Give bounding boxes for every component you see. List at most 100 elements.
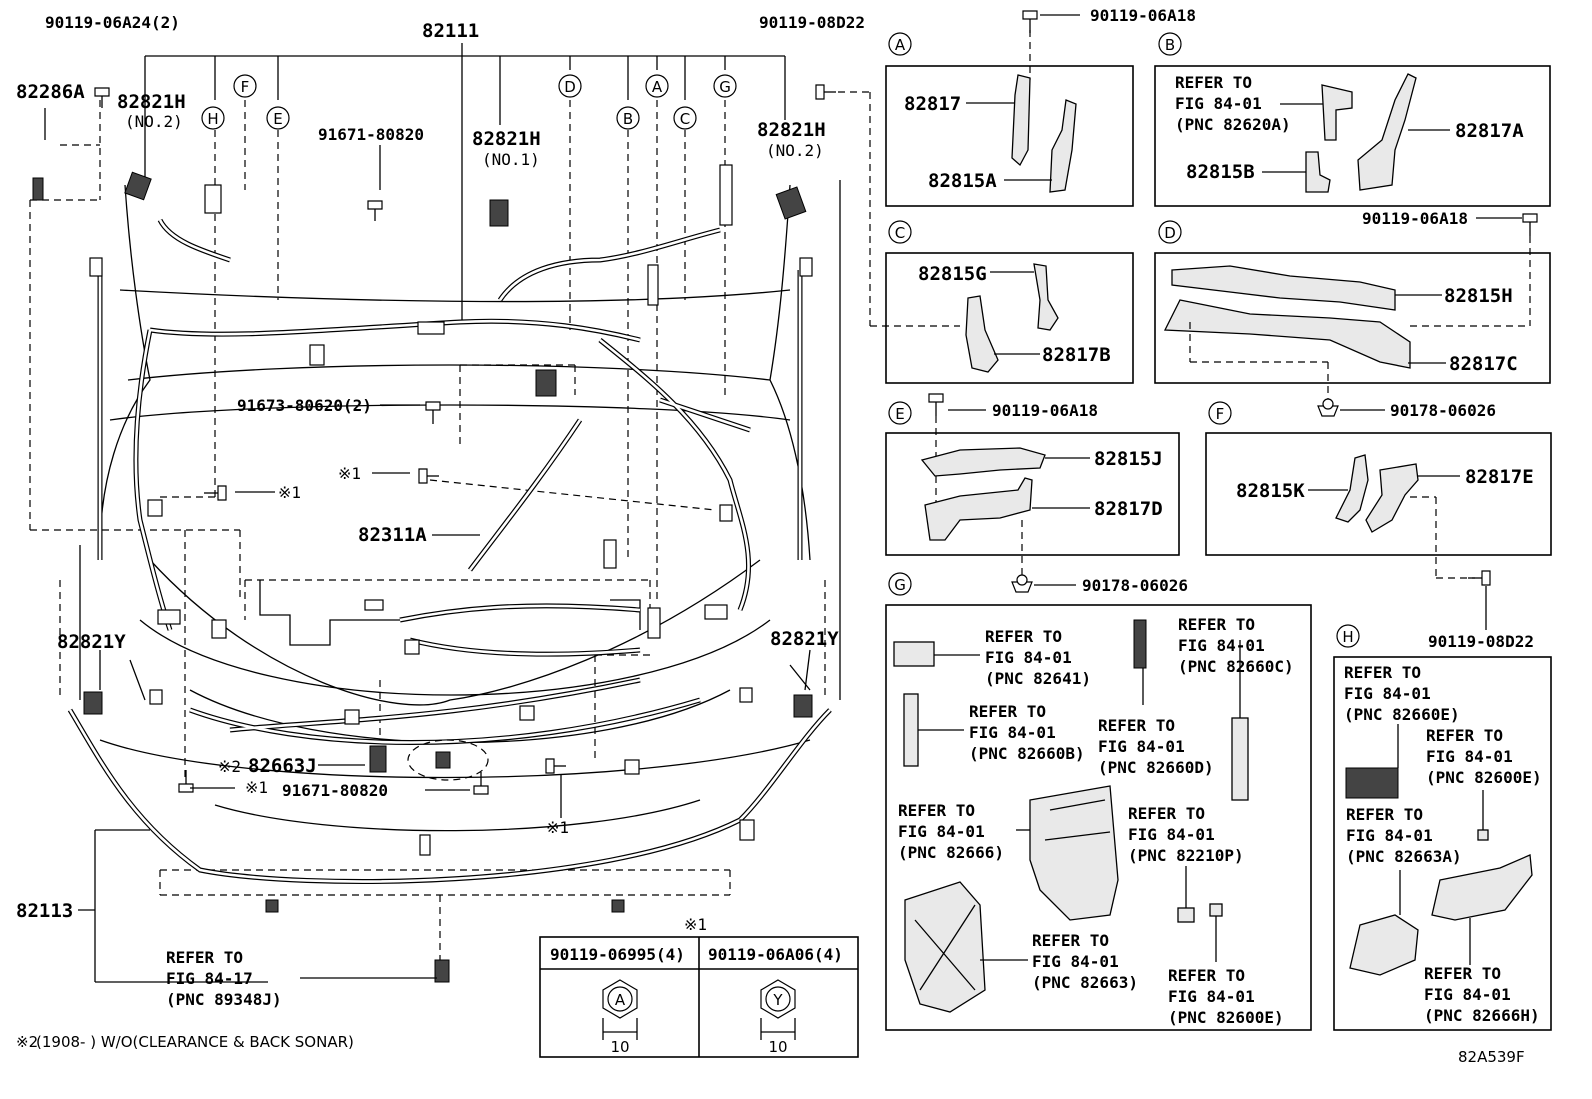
svg-text:(PNC 82210P): (PNC 82210P) — [1128, 846, 1244, 865]
svg-text:D: D — [1164, 224, 1176, 242]
panel-e: E 90119-06A18 82815J 82817D 90178-06026 — [885, 393, 1188, 595]
svg-text:FIG 84-01: FIG 84-01 — [1128, 825, 1215, 844]
svg-text:REFER TO: REFER TO — [1175, 73, 1252, 92]
svg-text:Y: Y — [772, 991, 783, 1009]
label-91673: 91673-80620(2) — [237, 396, 372, 415]
svg-text:REFER TO: REFER TO — [985, 627, 1062, 646]
svg-text:82817E: 82817E — [1465, 466, 1534, 488]
footnote-text: (1908- ) W/O(CLEARANCE & BACK SONAR) — [36, 1033, 354, 1051]
label-no2-left: (NO.2) — [125, 112, 183, 131]
label-82821y-right: 82821Y — [770, 628, 839, 650]
svg-text:(PNC 82600E): (PNC 82600E) — [1168, 1008, 1284, 1027]
label-82663j: 82663J — [248, 755, 317, 777]
svg-text:82817: 82817 — [904, 93, 961, 115]
label-90119-08d22-top: 90119-08D22 — [759, 13, 865, 32]
panel-h: H REFER TO FIG 84-01 (PNC 82660E) REFER … — [1333, 624, 1552, 1031]
svg-text:82815H: 82815H — [1444, 285, 1513, 307]
callout-e: E — [266, 106, 290, 130]
svg-text:FIG 84-01: FIG 84-01 — [1032, 952, 1119, 971]
svg-text:10: 10 — [610, 1038, 629, 1056]
refer-main-line1: REFER TO — [166, 948, 243, 967]
panel-g: G REFER TO FIG 84-01 (PNC 82641) REFER T… — [885, 572, 1312, 1031]
svg-text:(PNC 82660C): (PNC 82660C) — [1178, 657, 1294, 676]
label-82286a: 82286A — [16, 81, 85, 103]
panel-a: A 90119-06A18 82817 82815A — [885, 6, 1196, 207]
svg-text:FIG 84-01: FIG 84-01 — [1168, 987, 1255, 1006]
drawing-id: 82A539F — [1458, 1048, 1525, 1066]
svg-text:REFER TO: REFER TO — [898, 801, 975, 820]
svg-text:B: B — [623, 110, 633, 128]
svg-text:G: G — [719, 78, 731, 96]
svg-text:90178-06026: 90178-06026 — [1082, 576, 1188, 595]
callout-d: D — [558, 74, 582, 98]
svg-text:D: D — [564, 78, 576, 96]
svg-text:C: C — [895, 224, 905, 242]
panel-f: F 82815K 82817E 90119-08D22 — [1205, 401, 1552, 651]
svg-text:(PNC 82663): (PNC 82663) — [1032, 973, 1138, 992]
svg-text:FIG 84-01: FIG 84-01 — [969, 723, 1056, 742]
callout-c: C — [673, 106, 697, 130]
svg-text:A: A — [895, 36, 906, 54]
svg-text:REFER TO: REFER TO — [1128, 804, 1205, 823]
svg-text:H: H — [207, 110, 218, 128]
svg-text:FIG 84-01: FIG 84-01 — [1344, 684, 1431, 703]
panel-c: C 82815G 82817B — [885, 220, 1134, 384]
svg-text:E: E — [273, 110, 282, 128]
svg-text:REFER TO: REFER TO — [969, 702, 1046, 721]
svg-text:82817D: 82817D — [1094, 498, 1163, 520]
svg-text:FIG 84-01: FIG 84-01 — [1426, 747, 1513, 766]
svg-text:(PNC 82620A): (PNC 82620A) — [1175, 115, 1291, 134]
svg-text:82815B: 82815B — [1186, 161, 1255, 183]
svg-text:82815J: 82815J — [1094, 448, 1163, 470]
svg-text:FIG 84-01: FIG 84-01 — [1175, 94, 1262, 113]
svg-text:C: C — [680, 110, 690, 128]
label-82821h-left: 82821H — [117, 91, 186, 113]
svg-text:REFER TO: REFER TO — [1344, 663, 1421, 682]
label-kome1-c: ※1 — [245, 778, 268, 797]
svg-text:REFER TO: REFER TO — [1032, 931, 1109, 950]
svg-text:REFER TO: REFER TO — [1098, 716, 1175, 735]
label-91671-bottom: 91671-80820 — [282, 781, 388, 800]
svg-text:90119-06A18: 90119-06A18 — [992, 401, 1098, 420]
svg-text:REFER TO: REFER TO — [1424, 964, 1501, 983]
refer-main-line3: (PNC 89348J) — [166, 990, 282, 1009]
svg-text:FIG 84-01: FIG 84-01 — [1424, 985, 1511, 1004]
svg-text:90119-08D22: 90119-08D22 — [1428, 632, 1534, 651]
svg-text:FIG 84-01: FIG 84-01 — [1346, 826, 1433, 845]
label-90119-06a24: 90119-06A24(2) — [45, 13, 180, 32]
svg-text:(PNC 82663A): (PNC 82663A) — [1346, 847, 1462, 866]
svg-text:F: F — [241, 78, 250, 96]
hex-bolt-y-icon: Y 10 — [760, 979, 796, 1056]
label-kome1-d: ※1 — [546, 818, 569, 837]
label-82821h-center: 82821H — [472, 128, 541, 150]
svg-text:A: A — [615, 991, 626, 1009]
svg-text:90119-06A18: 90119-06A18 — [1362, 209, 1468, 228]
panel-b: B REFER TO FIG 84-01 (PNC 82620A) 82817A… — [1154, 32, 1551, 207]
svg-text:A: A — [652, 78, 663, 96]
label-82311a: 82311A — [358, 524, 427, 546]
label-kome1-b: ※1 — [278, 483, 301, 502]
callout-f: F — [233, 74, 257, 98]
callout-circles: H F E D B A C G — [201, 74, 737, 130]
svg-text:90178-06026: 90178-06026 — [1390, 401, 1496, 420]
label-kome2: ※2 — [218, 757, 241, 776]
svg-text:82815G: 82815G — [918, 263, 987, 285]
svg-text:G: G — [894, 576, 906, 594]
hex-bolt-a-icon: A 10 — [602, 979, 638, 1056]
svg-text:82817B: 82817B — [1042, 344, 1111, 366]
panel-d: D 90119-06A18 82815H 82817C 90178-06026 — [1154, 209, 1551, 420]
label-82113: 82113 — [16, 900, 73, 922]
callout-b: B — [616, 106, 640, 130]
refer-main-line2: FIG 84-17 — [166, 969, 253, 988]
panel-a-bolt: 90119-06A18 — [1090, 6, 1196, 25]
bolt-icons — [94, 84, 836, 795]
svg-text:REFER TO: REFER TO — [1426, 726, 1503, 745]
clip-icon — [1317, 398, 1339, 417]
svg-text:(PNC 82666): (PNC 82666) — [898, 843, 1004, 862]
svg-text:82815K: 82815K — [1236, 480, 1305, 502]
label-kome1-a: ※1 — [338, 464, 361, 483]
table-part-2: 90119-06A06(4) — [708, 945, 843, 964]
svg-text:REFER TO: REFER TO — [1168, 966, 1245, 985]
main-labels: 82111 90119-06A24(2) 82286A 82821H (NO.2… — [16, 13, 865, 1009]
callout-g: G — [713, 74, 737, 98]
